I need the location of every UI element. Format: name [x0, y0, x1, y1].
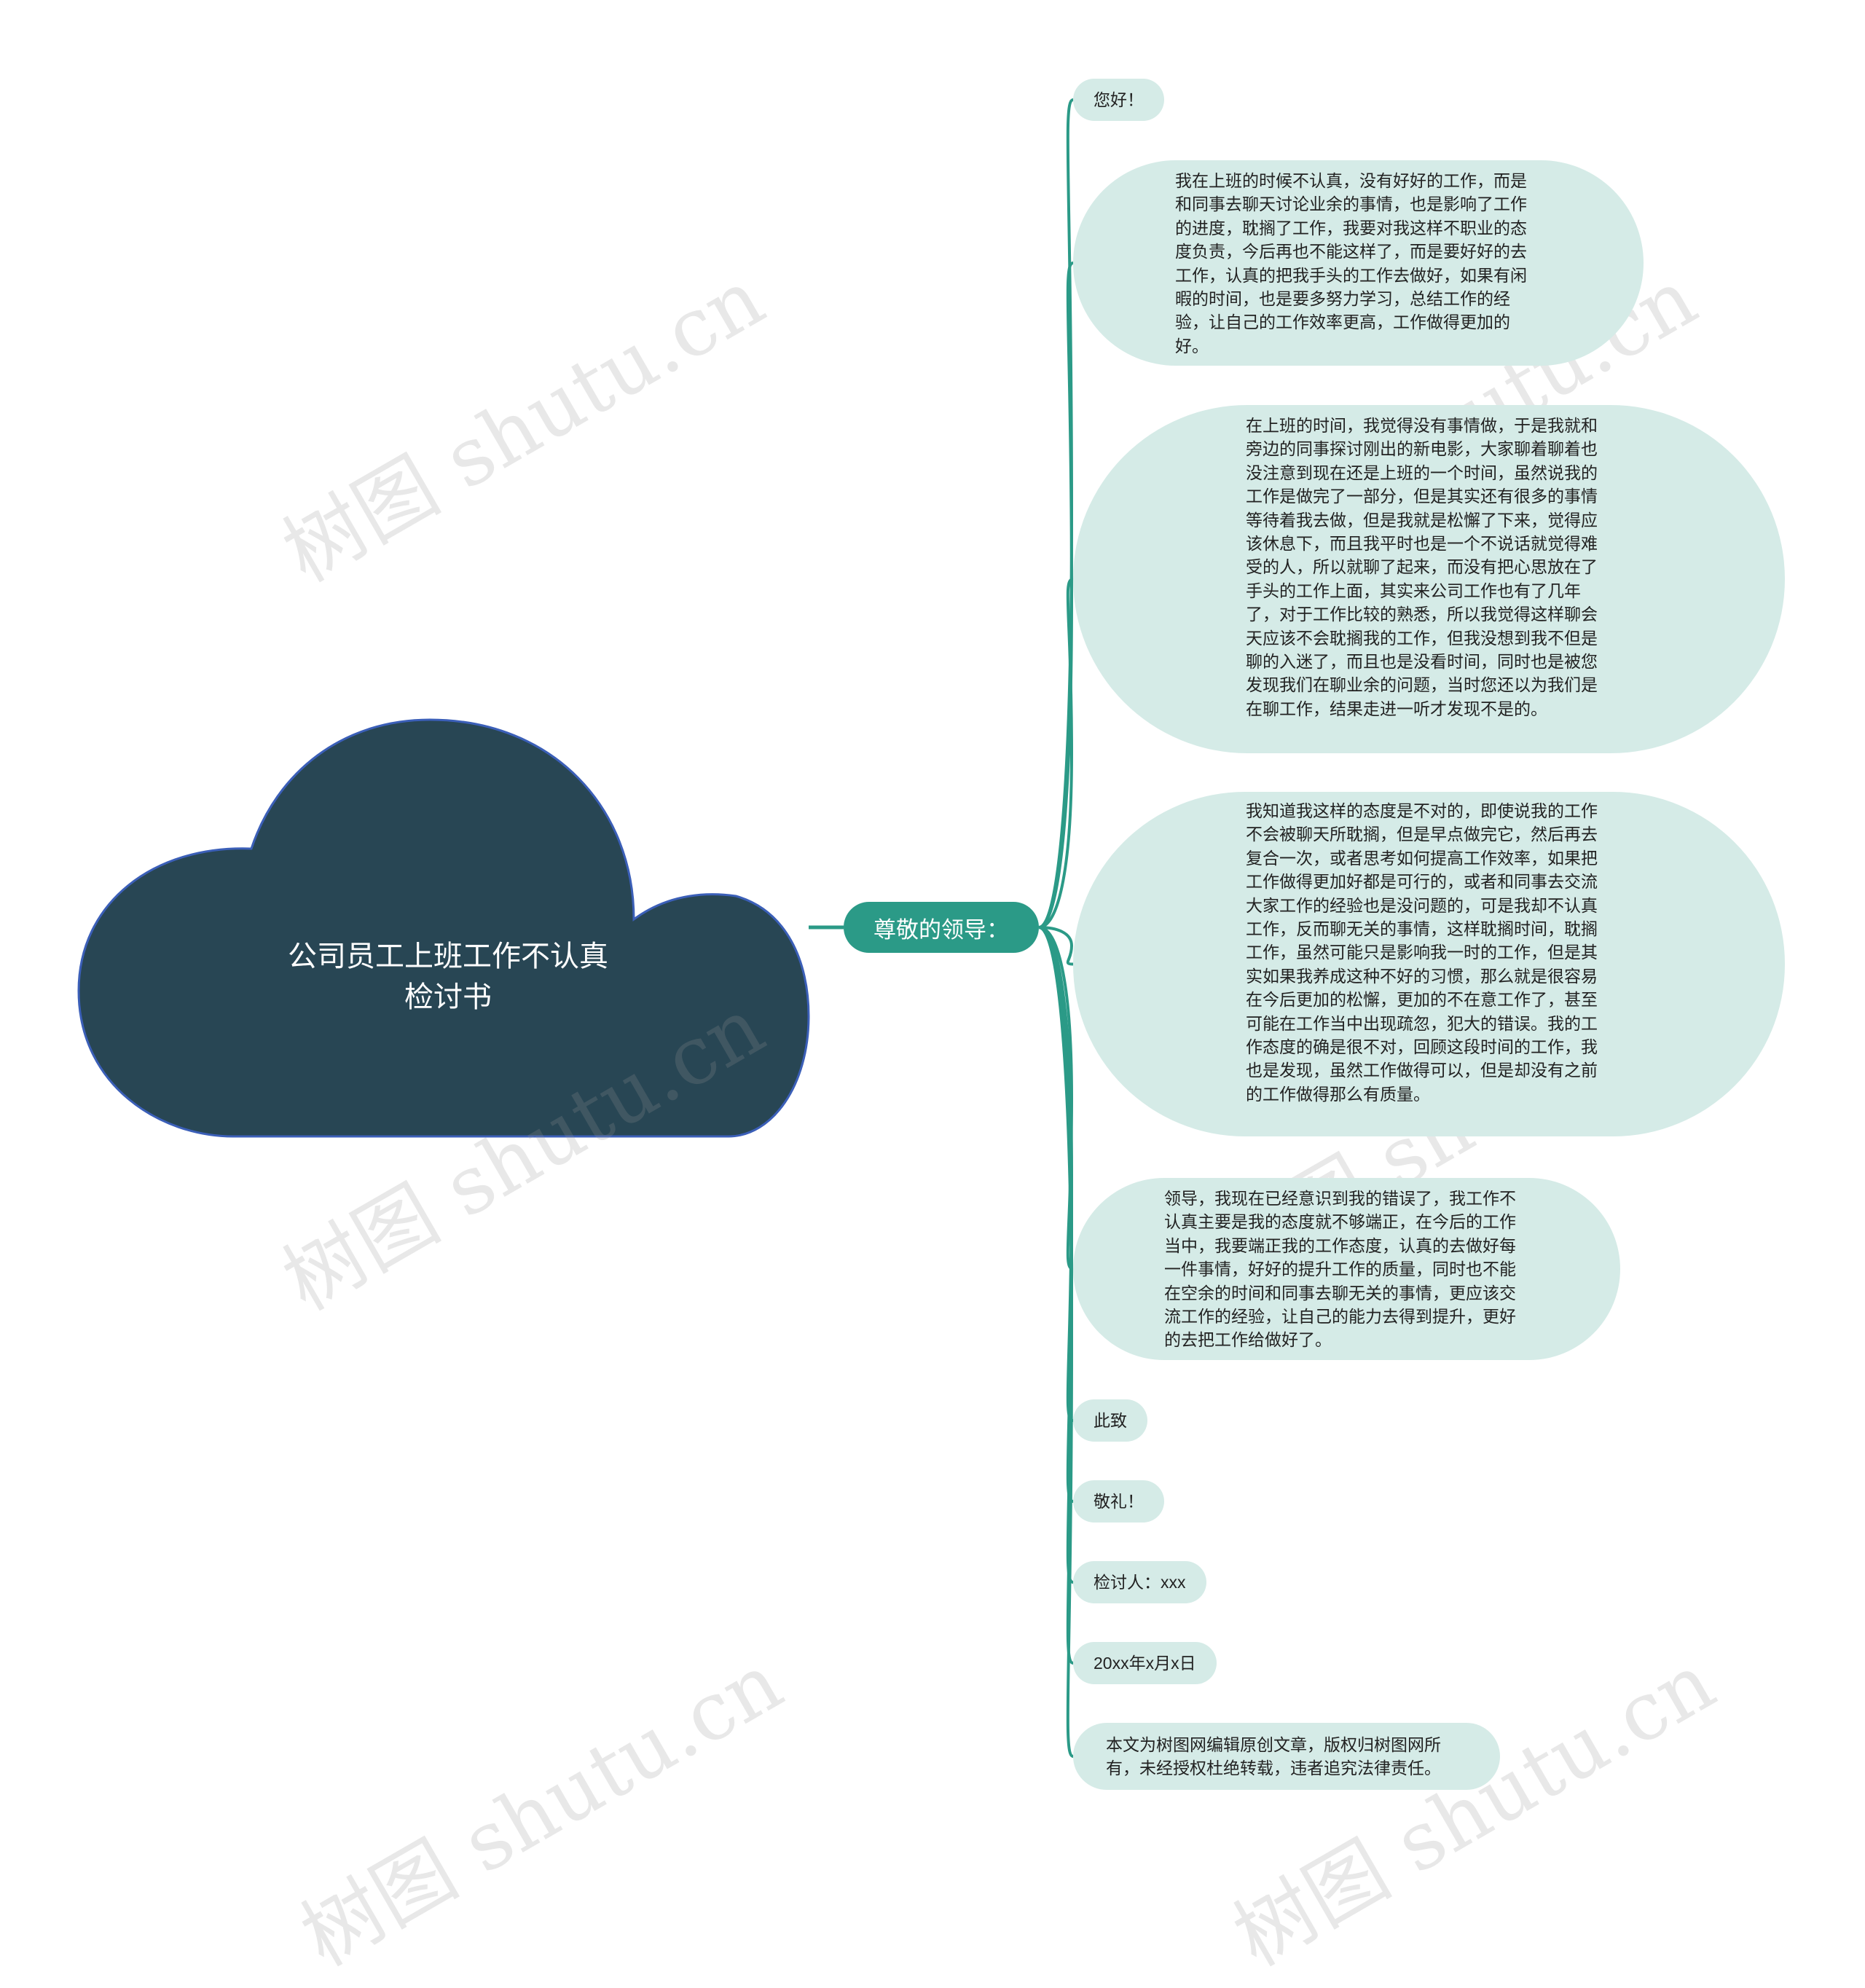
leaf-node-paragraph-3[interactable]: 我知道我这样的态度是不对的，即使说我的工作不会被聊天所耽搁，但是早点做完它，然后… [1073, 792, 1785, 1136]
leaf-node-copyright[interactable]: 本文为树图网编辑原创文章，版权归树图网所有，未经授权杜绝转载，违者追究法律责任。 [1073, 1723, 1500, 1790]
leaf-connector [1038, 98, 1074, 929]
leaf-text: 领导，我现在已经意识到我的错误了，我工作不认真主要是我的态度就不够端正，在今后的… [1164, 1189, 1516, 1350]
branch-node-label: 尊敬的领导： [873, 916, 1009, 943]
leaf-connector [1038, 926, 1074, 966]
leaf-text: 我知道我这样的态度是不对的，即使说我的工作不会被聊天所耽搁，但是早点做完它，然后… [1246, 801, 1598, 1104]
leaf-text: 本文为树图网编辑原创文章，版权归树图网所有，未经授权杜绝转载，违者追究法律责任。 [1106, 1735, 1441, 1778]
root-node-title[interactable]: 公司员工上班工作不认真 检讨书 [229, 936, 667, 1018]
root-title-line-1: 公司员工上班工作不认真 [288, 940, 608, 973]
leaf-node-paragraph-1[interactable]: 我在上班的时候不认真，没有好好的工作，而是和同事去聊天讨论业余的事情，也是影响了… [1073, 160, 1644, 366]
leaf-node-closing[interactable]: 此致 [1073, 1399, 1147, 1442]
leaf-connector [1038, 262, 1074, 929]
branch-node[interactable]: 尊敬的领导： [844, 902, 1039, 953]
leaf-node-paragraph-2[interactable]: 在上班的时间，我觉得没有事情做，于是我就和旁边的同事探讨刚出的新电影，大家聊着聊… [1073, 405, 1785, 753]
leaf-text: 检讨人：xxx [1094, 1572, 1186, 1592]
leaf-connectors [1038, 98, 1074, 1758]
leaf-node-date[interactable]: 20xx年x月x日 [1073, 1642, 1217, 1684]
leaf-node-greeting[interactable]: 您好！ [1073, 79, 1164, 121]
leaf-node-salute[interactable]: 敬礼！ [1073, 1480, 1164, 1523]
root-cloud-shape [77, 718, 810, 1138]
mindmap-canvas [77, 98, 1074, 1758]
leaf-text: 此致 [1094, 1410, 1127, 1430]
leaf-node-paragraph-4[interactable]: 领导，我现在已经意识到我的错误了，我工作不认真主要是我的态度就不够端正，在今后的… [1073, 1178, 1620, 1360]
leaf-connector [1038, 926, 1074, 1758]
root-title-line-2: 检讨书 [404, 981, 492, 1013]
leaf-text: 敬礼！ [1094, 1491, 1144, 1511]
leaf-node-signer[interactable]: 检讨人：xxx [1073, 1561, 1206, 1603]
leaf-text: 我在上班的时候不认真，没有好好的工作，而是和同事去聊天讨论业余的事情，也是影响了… [1175, 171, 1527, 355]
leaf-text: 在上班的时间，我觉得没有事情做，于是我就和旁边的同事探讨刚出的新电影，大家聊着聊… [1246, 416, 1598, 718]
leaf-text: 20xx年x月x日 [1094, 1653, 1196, 1673]
leaf-text: 您好！ [1094, 90, 1144, 109]
leaf-connector [1038, 578, 1074, 929]
